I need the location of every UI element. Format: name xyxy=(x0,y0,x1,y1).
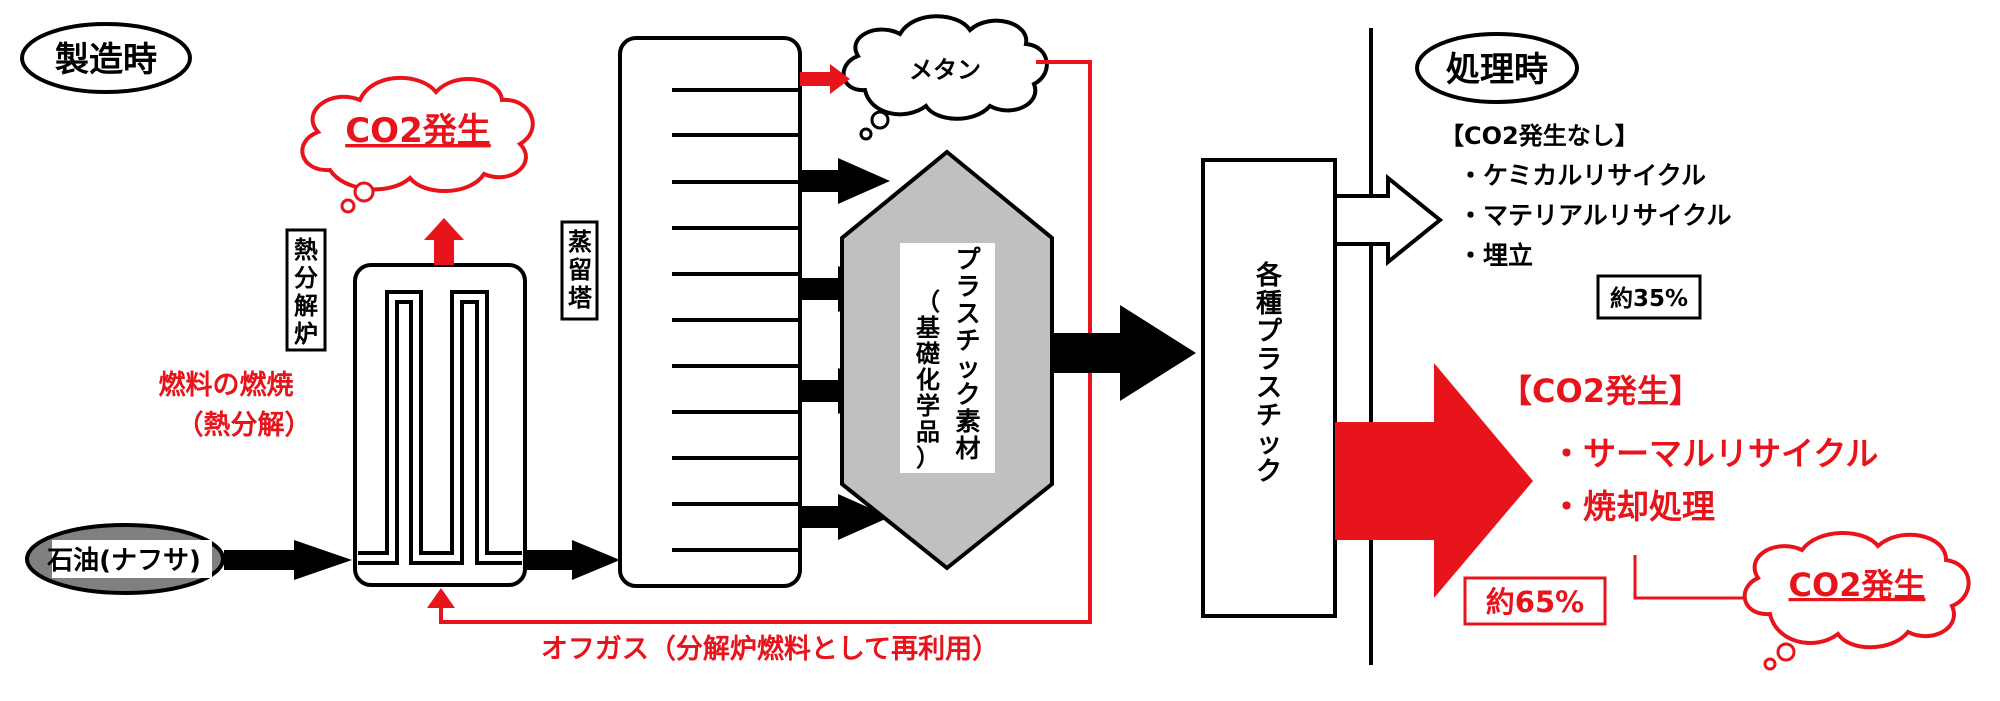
svg-text:ッ: ッ xyxy=(955,353,980,382)
svg-text:熱: 熱 xyxy=(294,236,318,264)
arrow-tower-to-methane xyxy=(800,64,850,94)
offgas-label: オフガス（分解炉燃料として再利用） xyxy=(541,634,999,665)
svg-text:素: 素 xyxy=(955,407,980,436)
svg-text:ッ: ッ xyxy=(1256,429,1282,459)
svg-text:ス: ス xyxy=(1256,373,1282,403)
svg-text:留: 留 xyxy=(568,256,592,284)
co2-cloud-bottom: CO2発生 xyxy=(1742,531,1971,671)
svg-text:塔: 塔 xyxy=(568,284,593,312)
disposal-section-label: 処理時 xyxy=(1415,32,1579,104)
co2-heading: 【CO2発生】 xyxy=(1500,372,1701,410)
svg-text:炉: 炉 xyxy=(294,320,318,348)
disposal-title: 処理時 xyxy=(1446,50,1548,90)
svg-text:プ: プ xyxy=(955,245,981,274)
svg-text:礎: 礎 xyxy=(916,340,940,368)
arrow-hexagon-to-plastics xyxy=(1052,305,1196,401)
plastics-box: 各 種 プ ラ ス チ ッ ク xyxy=(1201,158,1337,618)
svg-text:各: 各 xyxy=(1255,260,1283,291)
co2-cloud-top-label: CO2発生 xyxy=(345,111,491,151)
no-co2-share: 約35% xyxy=(1610,285,1688,312)
arrow-no-co2 xyxy=(1333,173,1444,267)
svg-text:）: ） xyxy=(916,444,940,472)
svg-text:チ: チ xyxy=(955,326,980,355)
methane-cloud: メタン xyxy=(841,14,1049,141)
svg-text:ラ: ラ xyxy=(1256,345,1282,375)
co2-connector xyxy=(1633,555,1748,600)
co2-share: 約65% xyxy=(1486,585,1584,619)
svg-text:（: （ xyxy=(916,288,940,316)
svg-text:解: 解 xyxy=(294,292,318,320)
manufacturing-section-label: 製造時 xyxy=(20,22,192,94)
co2-item-incineration: ・焼却処理 xyxy=(1550,487,1715,526)
svg-text:化: 化 xyxy=(916,366,940,394)
arrow-tower-side-4 xyxy=(800,494,890,540)
co2-cloud-bottom-label: CO2発生 xyxy=(1789,566,1926,604)
svg-text:品: 品 xyxy=(916,418,940,446)
fuel-combustion-line2: （熱分解） xyxy=(177,410,312,441)
feedstock-label: 石油(ナフサ) xyxy=(46,546,201,576)
offgas-recycle-line xyxy=(427,60,1092,624)
methane-label: メタン xyxy=(909,56,981,84)
co2-item-thermal: ・サーマルリサイクル xyxy=(1550,434,1878,473)
co2-cloud-top: CO2発生 xyxy=(300,75,535,214)
svg-text:分: 分 xyxy=(294,264,318,292)
svg-text:ク: ク xyxy=(1256,457,1282,487)
manufacturing-title: 製造時 xyxy=(55,40,157,80)
co2-up-arrow xyxy=(424,218,464,265)
arrow-tower-side-1 xyxy=(800,158,890,204)
arrow-furnace-to-tower xyxy=(525,540,620,580)
arrow-co2 xyxy=(1335,363,1533,598)
svg-text:基: 基 xyxy=(916,314,941,342)
no-co2-item-chemical: ・ケミカルリサイクル xyxy=(1458,161,1706,190)
svg-text:ス: ス xyxy=(955,299,980,328)
distillation-label: 蒸 留 塔 xyxy=(560,220,599,321)
svg-text:ラ: ラ xyxy=(955,272,980,301)
svg-text:プ: プ xyxy=(1256,317,1283,347)
cracker-furnace xyxy=(353,263,527,587)
no-co2-item-landfill: ・埋立 xyxy=(1458,241,1533,270)
no-co2-heading: 【CO2発生なし】 xyxy=(1440,122,1639,150)
svg-text:学: 学 xyxy=(916,392,940,420)
distillation-tower xyxy=(618,36,802,588)
arrow-feedstock-to-furnace xyxy=(224,540,352,580)
plastic-material-hexagon: プ ラ ス チ ッ ク 素 材 （ 基 礎 化 学 品 ） xyxy=(840,149,1054,571)
svg-text:チ: チ xyxy=(1256,401,1282,431)
svg-text:材: 材 xyxy=(955,434,980,463)
no-co2-share-box: 約35% xyxy=(1596,274,1702,320)
no-co2-item-material: ・マテリアルリサイクル xyxy=(1458,201,1732,230)
fuel-combustion-line1: 燃料の燃焼 xyxy=(159,370,294,401)
svg-text:ク: ク xyxy=(955,380,980,409)
svg-text:蒸: 蒸 xyxy=(568,228,592,256)
svg-text:種: 種 xyxy=(1256,289,1282,319)
co2-share-box: 約65% xyxy=(1463,576,1607,626)
feedstock-node: 石油(ナフサ) xyxy=(25,523,225,595)
cracker-label: 熱 分 解 炉 xyxy=(285,228,327,352)
